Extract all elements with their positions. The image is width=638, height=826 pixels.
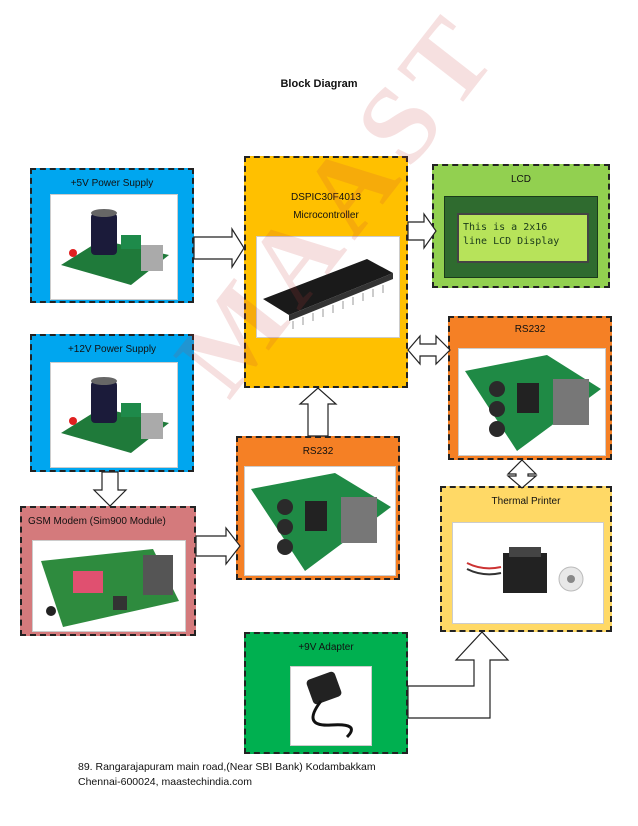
microcontroller-label-line1: DSPIC30F4013 xyxy=(290,192,362,203)
gsm-modem-block: GSM Modem (Sim900 Module) xyxy=(20,506,196,636)
rs232-middle-photo xyxy=(244,466,396,576)
arrow-gsm-to-rs232 xyxy=(195,526,241,566)
rs232-right-label: RS232 xyxy=(514,324,546,335)
lcd-screen-line2: line LCD Display xyxy=(463,236,560,247)
lcd-screen: This is a 2x16 line LCD Display xyxy=(457,213,589,263)
rs232-right-photo xyxy=(458,348,606,456)
microcontroller-photo xyxy=(256,236,400,338)
power-supply-5v-photo xyxy=(50,194,178,300)
power-board-icon xyxy=(61,209,169,285)
diagram-title: Block Diagram xyxy=(280,78,358,90)
adapter-9v-block: +9V Adapter xyxy=(244,632,408,754)
adapter-icon xyxy=(306,671,353,739)
microcontroller-label-line2: Microcontroller xyxy=(293,210,359,221)
rs232-middle-label: RS232 xyxy=(302,446,334,457)
arrow-rs232-to-mcu xyxy=(298,387,338,437)
rs232-middle-block: RS232 xyxy=(236,436,400,580)
arrow-mcu-to-lcd xyxy=(407,212,437,250)
footer-address: 89. Rangarajapuram main road,(Near SBI B… xyxy=(78,760,376,790)
arrow-adapter-to-printer xyxy=(407,631,510,719)
adapter-9v-photo xyxy=(290,666,372,746)
thermal-printer-label: Thermal Printer xyxy=(491,496,561,507)
lcd-photo: This is a 2x16 line LCD Display xyxy=(444,196,598,278)
arrow-5v-to-mcu xyxy=(193,226,245,270)
gsm-modem-photo xyxy=(32,540,186,632)
lcd-label: LCD xyxy=(510,174,531,185)
power-supply-5v-block: +5V Power Supply xyxy=(30,168,194,303)
lcd-block: LCD This is a 2x16 line LCD Display xyxy=(432,164,610,288)
power-supply-12v-photo xyxy=(50,362,178,468)
footer-line2: Chennai-600024, maastechindia.com xyxy=(78,776,252,788)
power-supply-12v-label: +12V Power Supply xyxy=(67,344,157,355)
power-supply-5v-label: +5V Power Supply xyxy=(70,178,154,189)
microcontroller-block: DSPIC30F4013 Microcontroller xyxy=(244,156,408,388)
arrow-mcu-rs232-right xyxy=(407,334,451,366)
ic-chip-icon xyxy=(263,259,393,329)
footer-line1: 89. Rangarajapuram main road,(Near SBI B… xyxy=(78,761,376,773)
power-supply-12v-block: +12V Power Supply xyxy=(30,334,194,472)
power-board-icon xyxy=(61,377,169,453)
lcd-screen-line1: This is a 2x16 xyxy=(463,222,548,233)
thermal-printer-photo xyxy=(452,522,604,624)
max232-board-icon xyxy=(465,355,601,451)
adapter-9v-label: +9V Adapter xyxy=(298,642,354,653)
thermal-printer-block: Thermal Printer xyxy=(440,486,612,632)
max232-board-icon xyxy=(251,473,391,571)
gsm-board-icon xyxy=(41,549,179,627)
arrow-12v-to-gsm xyxy=(92,471,128,507)
gsm-modem-label: GSM Modem (Sim900 Module) xyxy=(28,516,166,527)
rs232-right-block: RS232 xyxy=(448,316,612,460)
printer-icon xyxy=(466,547,584,593)
arrow-rs232-printer xyxy=(506,459,538,489)
